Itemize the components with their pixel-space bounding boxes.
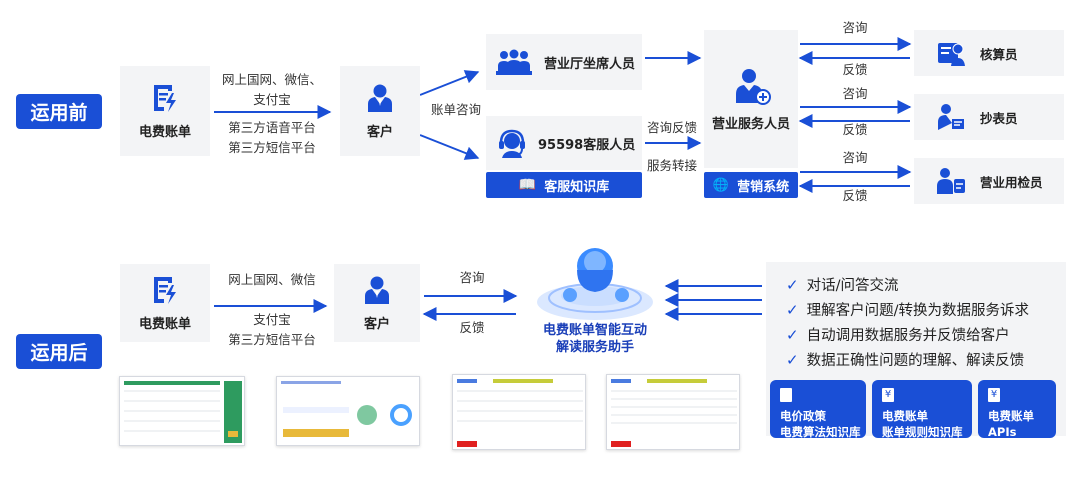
bill-box-after: 电费账单: [120, 264, 210, 342]
kb-card-rules: ¥ 电费账单账单规则知识库: [872, 380, 972, 439]
features-list: ✓对话/问答交流 ✓理解客户问题/转换为数据服务诉求 ✓自动调用数据服务并反馈给…: [786, 272, 1062, 372]
bill-icon: [154, 276, 176, 304]
feedback-label-3: 反馈: [842, 188, 868, 203]
feedback-label-2: 反馈: [842, 122, 868, 137]
stage-badge-before: 运用前: [16, 94, 102, 129]
customer-box-after: 客户: [334, 264, 420, 342]
bill-box-before: 电费账单: [120, 66, 210, 156]
inspector-icon: [937, 168, 965, 194]
check-icon: ✓: [786, 350, 799, 369]
check-icon: ✓: [786, 300, 799, 319]
feature-item: ✓自动调用数据服务并反馈给客户: [786, 325, 1010, 345]
customer-box-before: 客户: [340, 66, 420, 156]
screenshot-thumbnail: [119, 376, 245, 446]
bill-icon: [154, 84, 176, 112]
role-box-inspector: 营业用检员: [914, 158, 1064, 204]
ai-assistant-graphic: [537, 248, 653, 320]
channel-top-after: 网上国网、微信: [228, 272, 316, 287]
consult-label-after: 咨询: [459, 270, 485, 285]
headset-icon: [499, 129, 525, 158]
service-staff-label: 营业服务人员: [711, 116, 790, 132]
book-icon: 📖: [518, 177, 537, 193]
marketing-bar: 🌐 营销系统: [704, 172, 798, 198]
hotline-staff-label: 95598客服人员: [538, 137, 636, 153]
thumbnail-dashboard-graphic: [281, 381, 412, 437]
yuan-icon: ¥: [882, 388, 894, 402]
thumbnail-report-graphic: [457, 379, 583, 447]
kb-card-label: 电费账单账单规则知识库: [882, 409, 963, 439]
check-icon: ✓: [786, 325, 799, 344]
bill-label: 电费账单: [138, 316, 191, 332]
hotline-staff-box: 95598客服人员: [486, 116, 642, 170]
consult-label-2: 咨询: [842, 86, 868, 101]
thumbnail-table-graphic: [124, 381, 242, 443]
globe-icon: 🌐: [712, 177, 730, 193]
feature-item: ✓对话/问答交流: [786, 275, 899, 295]
customer-label: 客户: [363, 316, 390, 332]
consult-label-1: 咨询: [842, 20, 868, 35]
group-icon: [496, 49, 532, 75]
hall-staff-label: 营业厅坐席人员: [544, 56, 636, 72]
role-box-accountant: 核算员: [914, 30, 1064, 76]
role-label: 抄表员: [980, 110, 1018, 126]
stage-badge-after: 运用后: [16, 334, 102, 369]
kb-bar: 📖 客服知识库: [486, 172, 642, 198]
yuan-icon: ¥: [988, 388, 1000, 402]
meter-reader-icon: [938, 104, 964, 130]
bill-inquiry-label: 账单咨询: [430, 102, 481, 117]
feedback-label-1: 反馈: [842, 62, 868, 77]
feature-item: ✓理解客户问题/转换为数据服务诉求: [786, 300, 1029, 320]
customer-label: 客户: [366, 124, 393, 140]
marketing-bar-label: 营销系统: [737, 179, 790, 195]
feature-item: ✓数据正确性问题的理解、解读反馈: [786, 350, 1025, 370]
role-label: 核算员: [980, 46, 1018, 62]
channel-top-before: 网上国网、微信、支付宝: [221, 72, 322, 107]
kb-card-label: 电价政策电费算法知识库: [780, 409, 861, 439]
kb-card-policy: 电价政策电费算法知识库: [770, 380, 866, 439]
customer-icon: [368, 84, 392, 112]
screenshot-thumbnail: [452, 374, 586, 450]
role-label: 营业用检员: [980, 174, 1043, 190]
consult-label-3: 咨询: [842, 150, 868, 165]
thumbnail-report-graphic: [611, 379, 737, 447]
screenshot-thumbnail: [276, 376, 420, 446]
check-icon: ✓: [786, 275, 799, 294]
channel-bottom-after: 支付宝第三方短信平台: [228, 312, 316, 347]
inquiry-feedback-label: 咨询反馈: [646, 120, 697, 135]
screenshot-thumbnail: [606, 374, 740, 450]
service-transfer-label: 服务转接: [646, 158, 697, 173]
customer-icon: [365, 276, 389, 304]
bill-label: 电费账单: [138, 124, 191, 140]
role-box-meter-reader: 抄表员: [914, 94, 1064, 140]
hall-staff-box: 营业厅坐席人员: [486, 34, 642, 90]
channel-bottom-before: 第三方语音平台第三方短信平台: [228, 120, 316, 155]
flow-arrows-before: [214, 37, 912, 193]
accountant-icon: [938, 43, 965, 66]
kb-bar-label: 客服知识库: [544, 179, 610, 195]
feedback-label-after: 反馈: [459, 320, 485, 335]
flow-arrows-after: [214, 279, 762, 321]
service-staff-box: 营业服务人员: [704, 30, 798, 168]
service-agent-icon: [736, 68, 771, 105]
assistant-label: 电费账单智能互动解读服务助手: [542, 323, 647, 355]
document-icon: [780, 388, 792, 402]
